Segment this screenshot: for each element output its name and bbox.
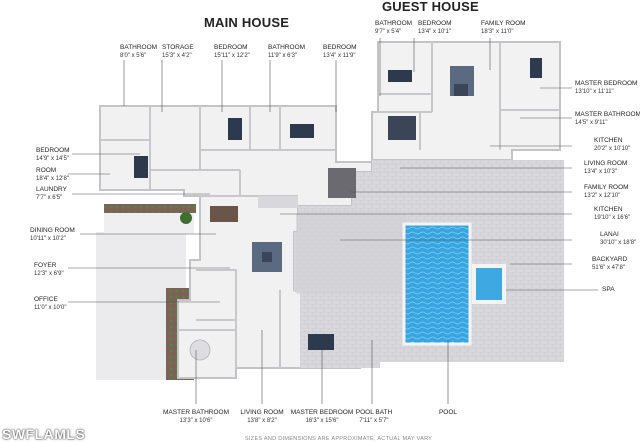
room-name: LANAI — [600, 231, 619, 238]
furniture-icons — [189, 66, 474, 361]
room-name: DINING ROOM — [30, 227, 75, 234]
room-name: KITCHEN — [594, 206, 623, 213]
lanai-area — [296, 214, 406, 294]
room-dim: 18'4" x 12'8" — [36, 176, 69, 182]
room-dim: 15'11" x 12'2" — [214, 53, 250, 59]
main-house-heading: MAIN HOUSE — [204, 15, 290, 30]
room-name: MASTER BATHROOM — [163, 409, 229, 416]
label-storage: STORAGE 15'3" x 4'2" — [162, 44, 194, 60]
label-bathroom-guest: BATHROOM 9'7" x 5'4" — [375, 20, 412, 36]
room-name: POOL — [438, 409, 458, 416]
tree-icon — [180, 212, 192, 224]
watermark: SWFLAMLS — [2, 426, 86, 442]
label-bathroom-main-b: BATHROOM 11'9" x 6'3" — [268, 44, 305, 60]
room-name: LIVING ROOM — [584, 160, 628, 167]
room-dim: 13'8" x 8'2" — [247, 418, 277, 424]
label-master-bedroom-main: MASTER BEDROOM 16'3" x 15'6" — [291, 409, 353, 425]
room-dim: 30'10" x 18'8" — [600, 240, 637, 246]
label-lanai: LANAI 30'10" x 18'8" — [600, 231, 636, 247]
label-laundry: LAUNDRY 7'7" x 6'5" — [36, 186, 67, 202]
label-room-left: ROOM 18'4" x 12'8" — [36, 167, 69, 183]
label-backyard: BACKYARD 51'6" x 47'8" — [592, 256, 627, 272]
room-name: BATHROOM — [268, 44, 306, 51]
pool-icon — [402, 222, 472, 346]
room-dim: 13'2" x 12'10" — [584, 193, 621, 199]
guest-house-heading: GUEST HOUSE — [382, 0, 479, 14]
room-name: BACKYARD — [592, 256, 628, 263]
room-name: POOL BATH — [355, 409, 393, 416]
room-dim: 7'11" x 5'7" — [359, 418, 389, 424]
label-pool-bath: POOL BATH 7'11" x 5'7" — [356, 409, 392, 425]
label-foyer: FOYER 12'3" x 6'9" — [34, 262, 64, 278]
room-dim: 13'4" x 11'9" — [323, 53, 356, 59]
room-dim: 11'0" x 10'0" — [34, 305, 67, 311]
label-master-bedroom-guest: MASTER BEDROOM 13'10" x 11'11" — [575, 80, 637, 96]
label-bedroom-main-b: BEDROOM 13'4" x 11'9" — [323, 44, 357, 60]
label-office: OFFICE 11'0" x 10'0" — [34, 296, 66, 312]
room-name: KITCHEN — [594, 137, 623, 144]
room-dim: 9'7" x 5'4" — [375, 29, 402, 35]
room-dim: 51'6" x 47'8" — [592, 265, 625, 271]
room-name: MASTER BEDROOM — [575, 80, 638, 87]
leader-lines — [68, 38, 598, 404]
label-kitchen-main: KITCHEN 19'10" x 16'6" — [594, 206, 630, 222]
room-dim: 13'3" x 10'6" — [179, 418, 213, 424]
label-living-room-main: LIVING ROOM 13'8" x 8'2" — [240, 409, 283, 425]
room-dim: 18'3" x 11'0" — [481, 29, 514, 35]
disclaimer: SIZES AND DIMENSIONS ARE APPROXIMATE, AC… — [245, 436, 433, 442]
label-bedroom-left: BEDROOM 14'9" x 14'5" — [36, 147, 70, 163]
label-bathroom-main: BATHROOM 8'0" x 5'6" — [120, 44, 157, 60]
room-name: LIVING ROOM — [240, 409, 284, 416]
room-name: BATHROOM — [375, 20, 413, 27]
room-dim: 14'5" x 9'11" — [575, 120, 608, 126]
label-family-room-guest: FAMILY ROOM 18'3" x 11'0" — [481, 20, 526, 36]
room-name: FOYER — [34, 262, 57, 269]
room-dim: 10'11" x 10'2" — [30, 236, 66, 242]
room-name: SPA — [602, 286, 615, 293]
label-master-bathroom-guest: MASTER BATHROOM 14'5" x 9'11" — [575, 111, 640, 127]
room-dim: 13'10" x 11'11" — [575, 89, 614, 95]
room-dim: 14'9" x 14'5" — [36, 156, 69, 162]
room-dim: 20'2" x 10'10" — [594, 146, 631, 152]
room-dim: 11'9" x 6'3" — [268, 53, 298, 59]
label-pool: POOL — [439, 409, 457, 417]
room-name: MASTER BEDROOM — [290, 409, 354, 416]
room-dim: 15'3" x 4'2" — [162, 53, 192, 59]
label-spa: SPA — [602, 286, 615, 294]
room-dim: 8'0" x 5'6" — [120, 53, 147, 59]
room-name: BEDROOM — [36, 147, 70, 154]
room-name: OFFICE — [34, 296, 58, 303]
label-family-room-main: FAMILY ROOM 13'2" x 12'10" — [584, 184, 629, 200]
label-dining-room: DINING ROOM 10'11" x 10'2" — [30, 227, 75, 243]
room-dim: 19'10" x 16'6" — [594, 215, 631, 221]
room-name: BEDROOM — [418, 20, 452, 27]
room-dim: 13'4" x 10'1" — [418, 29, 451, 35]
room-name: FAMILY ROOM — [481, 20, 526, 27]
room-name: LAUNDRY — [36, 186, 67, 193]
room-dim: 7'7" x 6'5" — [36, 195, 63, 201]
room-dim: 12'3" x 6'9" — [34, 271, 64, 277]
guest-house-walls — [378, 42, 560, 150]
label-kitchen-guest: KITCHEN 20'2" x 10'10" — [594, 137, 630, 153]
front-walk — [104, 212, 194, 234]
label-bedroom-guest: BEDROOM 13'4" x 10'1" — [418, 20, 452, 36]
room-name: MASTER BATHROOM — [575, 111, 640, 118]
room-name: STORAGE — [162, 44, 194, 51]
room-dim: 13'4" x 10'3" — [584, 169, 617, 175]
room-name: ROOM — [36, 167, 57, 174]
label-living-room-right: LIVING ROOM 13'4" x 10'3" — [584, 160, 627, 176]
room-dim: 16'3" x 15'6" — [305, 418, 339, 424]
label-bedroom-main-a: BEDROOM 15'11" x 12'2" — [214, 44, 250, 60]
bed-icons — [134, 58, 542, 350]
spa-water — [476, 268, 502, 300]
label-master-bathroom-main: MASTER BATHROOM 13'3" x 10'6" — [163, 409, 229, 425]
room-name: BATHROOM — [120, 44, 158, 51]
planter-top — [104, 204, 196, 213]
room-name: BEDROOM — [323, 44, 357, 51]
room-name: FAMILY ROOM — [584, 184, 629, 191]
room-name: BEDROOM — [214, 44, 248, 51]
